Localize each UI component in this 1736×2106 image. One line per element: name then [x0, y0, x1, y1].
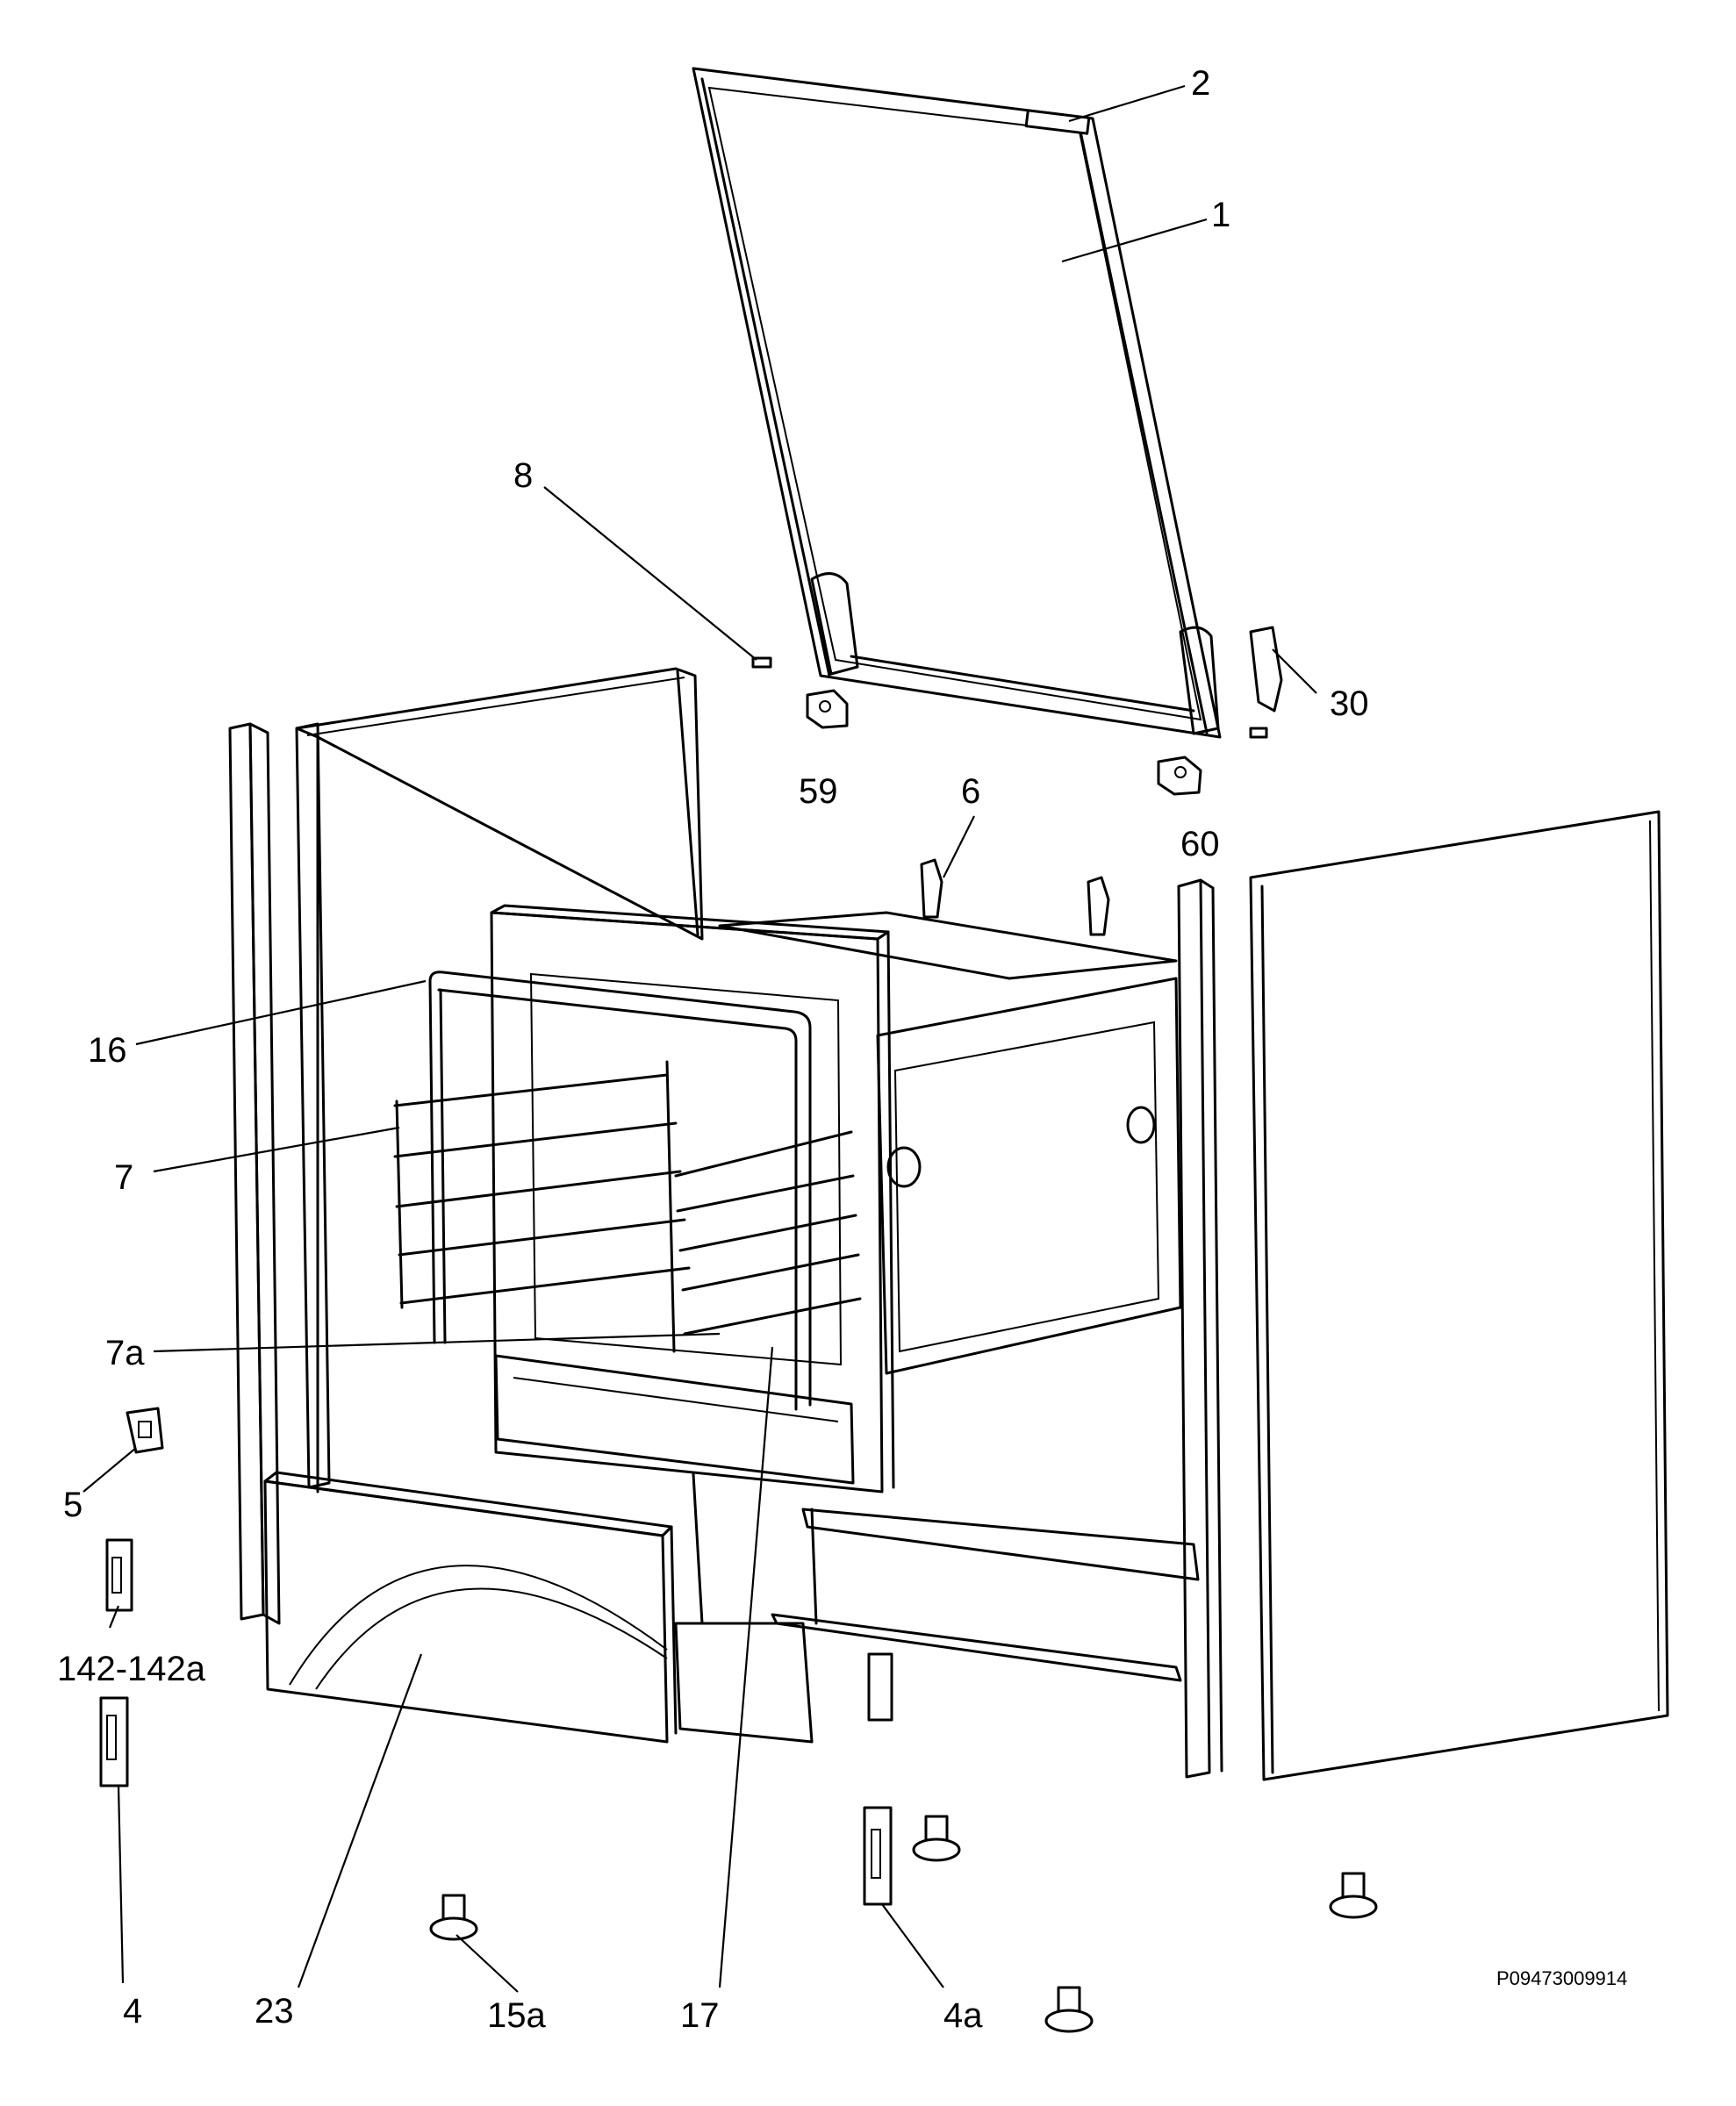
callout-5: 5	[63, 1486, 82, 1524]
adjustable-feet	[429, 1815, 1378, 2033]
callout-15a: 15a	[487, 1996, 546, 2035]
callout-7: 7	[114, 1158, 133, 1197]
oven-front-frame	[490, 904, 895, 1494]
part-142-hinge	[105, 1538, 133, 1612]
part-5-bracket	[126, 1407, 164, 1454]
back-panel	[295, 667, 704, 1494]
callout-23: 23	[255, 1992, 294, 2031]
callout-17: 17	[680, 1996, 720, 2035]
callout-16: 16	[88, 1031, 127, 1070]
callout-8: 8	[513, 456, 533, 495]
callout-142-142a: 142-142a	[57, 1650, 206, 1688]
callout-59: 59	[799, 772, 838, 811]
callout-1: 1	[1211, 196, 1230, 234]
callout-2: 2	[1191, 64, 1210, 103]
part-4-hinge	[99, 1696, 129, 1787]
document-id: P09473009914	[1496, 1967, 1627, 1989]
storage-drawer	[674, 1472, 1200, 1744]
callout-7a: 7a	[105, 1334, 145, 1372]
leader-lines	[82, 84, 1317, 1993]
drawer-front-panel	[263, 1471, 678, 1744]
support-clips	[920, 858, 1110, 936]
wire-rack	[393, 1060, 862, 1353]
callout-60: 60	[1180, 825, 1220, 863]
callout-4: 4	[123, 1992, 142, 2031]
right-side-frame	[1177, 878, 1223, 1779]
door-seal	[428, 971, 812, 1411]
lid-hinge-left	[806, 689, 849, 729]
foot-1	[429, 1894, 478, 1941]
oven-cavity-box	[718, 911, 1182, 1375]
foot-4	[1044, 1986, 1094, 2033]
callout-4a: 4a	[943, 1996, 983, 2035]
callout-labels: 1 2 8 30 59 60 6 16 7 7a 5 142-142a 4 23…	[57, 64, 1369, 2035]
lid-glass-panel	[692, 67, 1222, 739]
lid-stay-clip	[1249, 626, 1283, 739]
lid-hinge-right	[1157, 756, 1202, 796]
part-4a-hinge	[863, 1652, 893, 1906]
right-side-panel	[1249, 810, 1669, 1781]
foot-3	[1329, 1872, 1378, 1919]
callout-30: 30	[1330, 684, 1369, 723]
foot-2	[912, 1815, 961, 1862]
callout-6: 6	[961, 772, 980, 811]
small-screw	[751, 656, 772, 669]
